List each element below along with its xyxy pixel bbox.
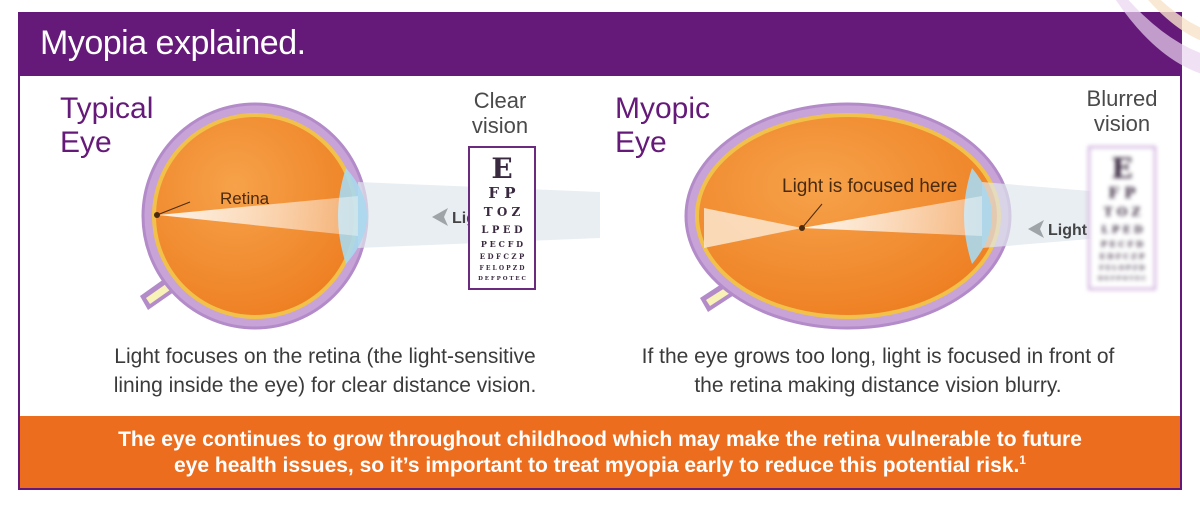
converging-light-beam <box>802 196 982 236</box>
eye-chart-row: E <box>1111 152 1132 185</box>
eye-chart-frame <box>1088 146 1156 290</box>
focus-pointer-line <box>801 203 823 229</box>
myopic-caption-line2: the retina making distance vision blurry… <box>694 374 1062 397</box>
eyeball <box>699 117 997 315</box>
banner-text-line2: eye health issues, so it’s important to … <box>174 454 1020 477</box>
eye-chart-row: P E C F D <box>481 239 523 249</box>
clear-vision-label: Clear vision <box>440 88 560 138</box>
typical-caption: Light focuses on the retina (the light-s… <box>60 342 590 400</box>
typical-caption-line1: Light focuses on the retina (the light-s… <box>114 345 536 368</box>
eye-chart-row: P E C F D <box>1101 239 1143 249</box>
page-title: Myopia explained. <box>40 24 306 62</box>
myopic-eye-title: Myopic Eye <box>615 92 710 160</box>
light-label: Light <box>1048 222 1088 239</box>
eye-chart-row: E <box>491 152 512 185</box>
clear-label-line2: vision <box>471 113 529 138</box>
eye-chart-row: D E F P O T E C <box>478 276 526 282</box>
retina-label: Retina <box>220 189 270 208</box>
footnote-marker: 1 <box>1019 453 1026 467</box>
myopic-caption: If the eye grows too long, light is focu… <box>618 342 1138 400</box>
typical-title-line2: Eye <box>60 126 112 159</box>
eye-chart-row: L P E D <box>1101 225 1143 236</box>
blurred-eye-chart: EF P T O Z L P E D P E C F D E D F C Z P F E … <box>1088 146 1156 290</box>
blurred-vision-label: Blurred vision <box>1062 86 1182 136</box>
typical-caption-line2: lining inside the eye) for clear distanc… <box>113 374 537 397</box>
typical-title-line1: Typical <box>60 92 154 125</box>
focused-light-beam <box>158 196 358 236</box>
blurred-label-line2: vision <box>1093 111 1151 136</box>
header-bar: Myopia explained. <box>20 14 1180 76</box>
eye-chart-row: F P <box>1108 184 1135 202</box>
myopic-caption-line1: If the eye grows too long, light is focu… <box>641 345 1115 368</box>
infographic-card: Myopia explained. Typical Eye <box>18 12 1182 490</box>
banner-text-line1: The eye continues to grow throughout chi… <box>118 428 1082 451</box>
eye-chart-frame <box>468 146 536 290</box>
eye-chart-row: T O Z <box>1104 205 1141 219</box>
diverging-light-beam <box>704 208 802 248</box>
eye-chart-row: F P <box>488 184 515 202</box>
clear-label-line1: Clear <box>473 88 527 113</box>
blurred-label-line1: Blurred <box>1086 86 1158 111</box>
light-beam-outside <box>982 182 1102 248</box>
eye-chart-rows: EF P T O Z L P E D P E C F D E D F C Z P F E … <box>478 152 526 282</box>
clear-eye-chart: EF P T O Z L P E D P E C F D E D F C Z P F E … <box>468 146 536 290</box>
eye-chart-row: F E L O P Z D <box>1100 265 1145 272</box>
myopic-title-line2: Eye <box>615 126 667 159</box>
retina-pointer-line <box>156 201 191 216</box>
eye-chart-row: E D F C Z P <box>480 252 525 261</box>
light-arrow-icon <box>1028 220 1044 238</box>
typical-eye-diagram: Retina Light <box>140 102 600 330</box>
myopic-eye-diagram: Light is focused here Light <box>684 102 1102 330</box>
key-message-banner: The eye continues to grow throughout chi… <box>20 416 1180 488</box>
banner-text: The eye continues to grow throughout chi… <box>50 427 1150 479</box>
eye-chart-row: L P E D <box>481 225 523 236</box>
typical-eye-title: Typical Eye <box>60 92 153 160</box>
eye-chart-rows: EF P T O Z L P E D P E C F D E D F C Z P F E … <box>1098 152 1146 282</box>
eye-chart-row: F E L O P Z D <box>480 265 525 272</box>
myopic-title-line1: Myopic <box>615 92 711 125</box>
eye-chart-row: D E F P O T E C <box>1098 276 1146 282</box>
eye-chart-row: E D F C Z P <box>1100 252 1145 261</box>
eye-chart-row: T O Z <box>484 205 521 219</box>
light-arrow-icon <box>432 208 448 226</box>
focus-label: Light is focused here <box>782 176 957 197</box>
